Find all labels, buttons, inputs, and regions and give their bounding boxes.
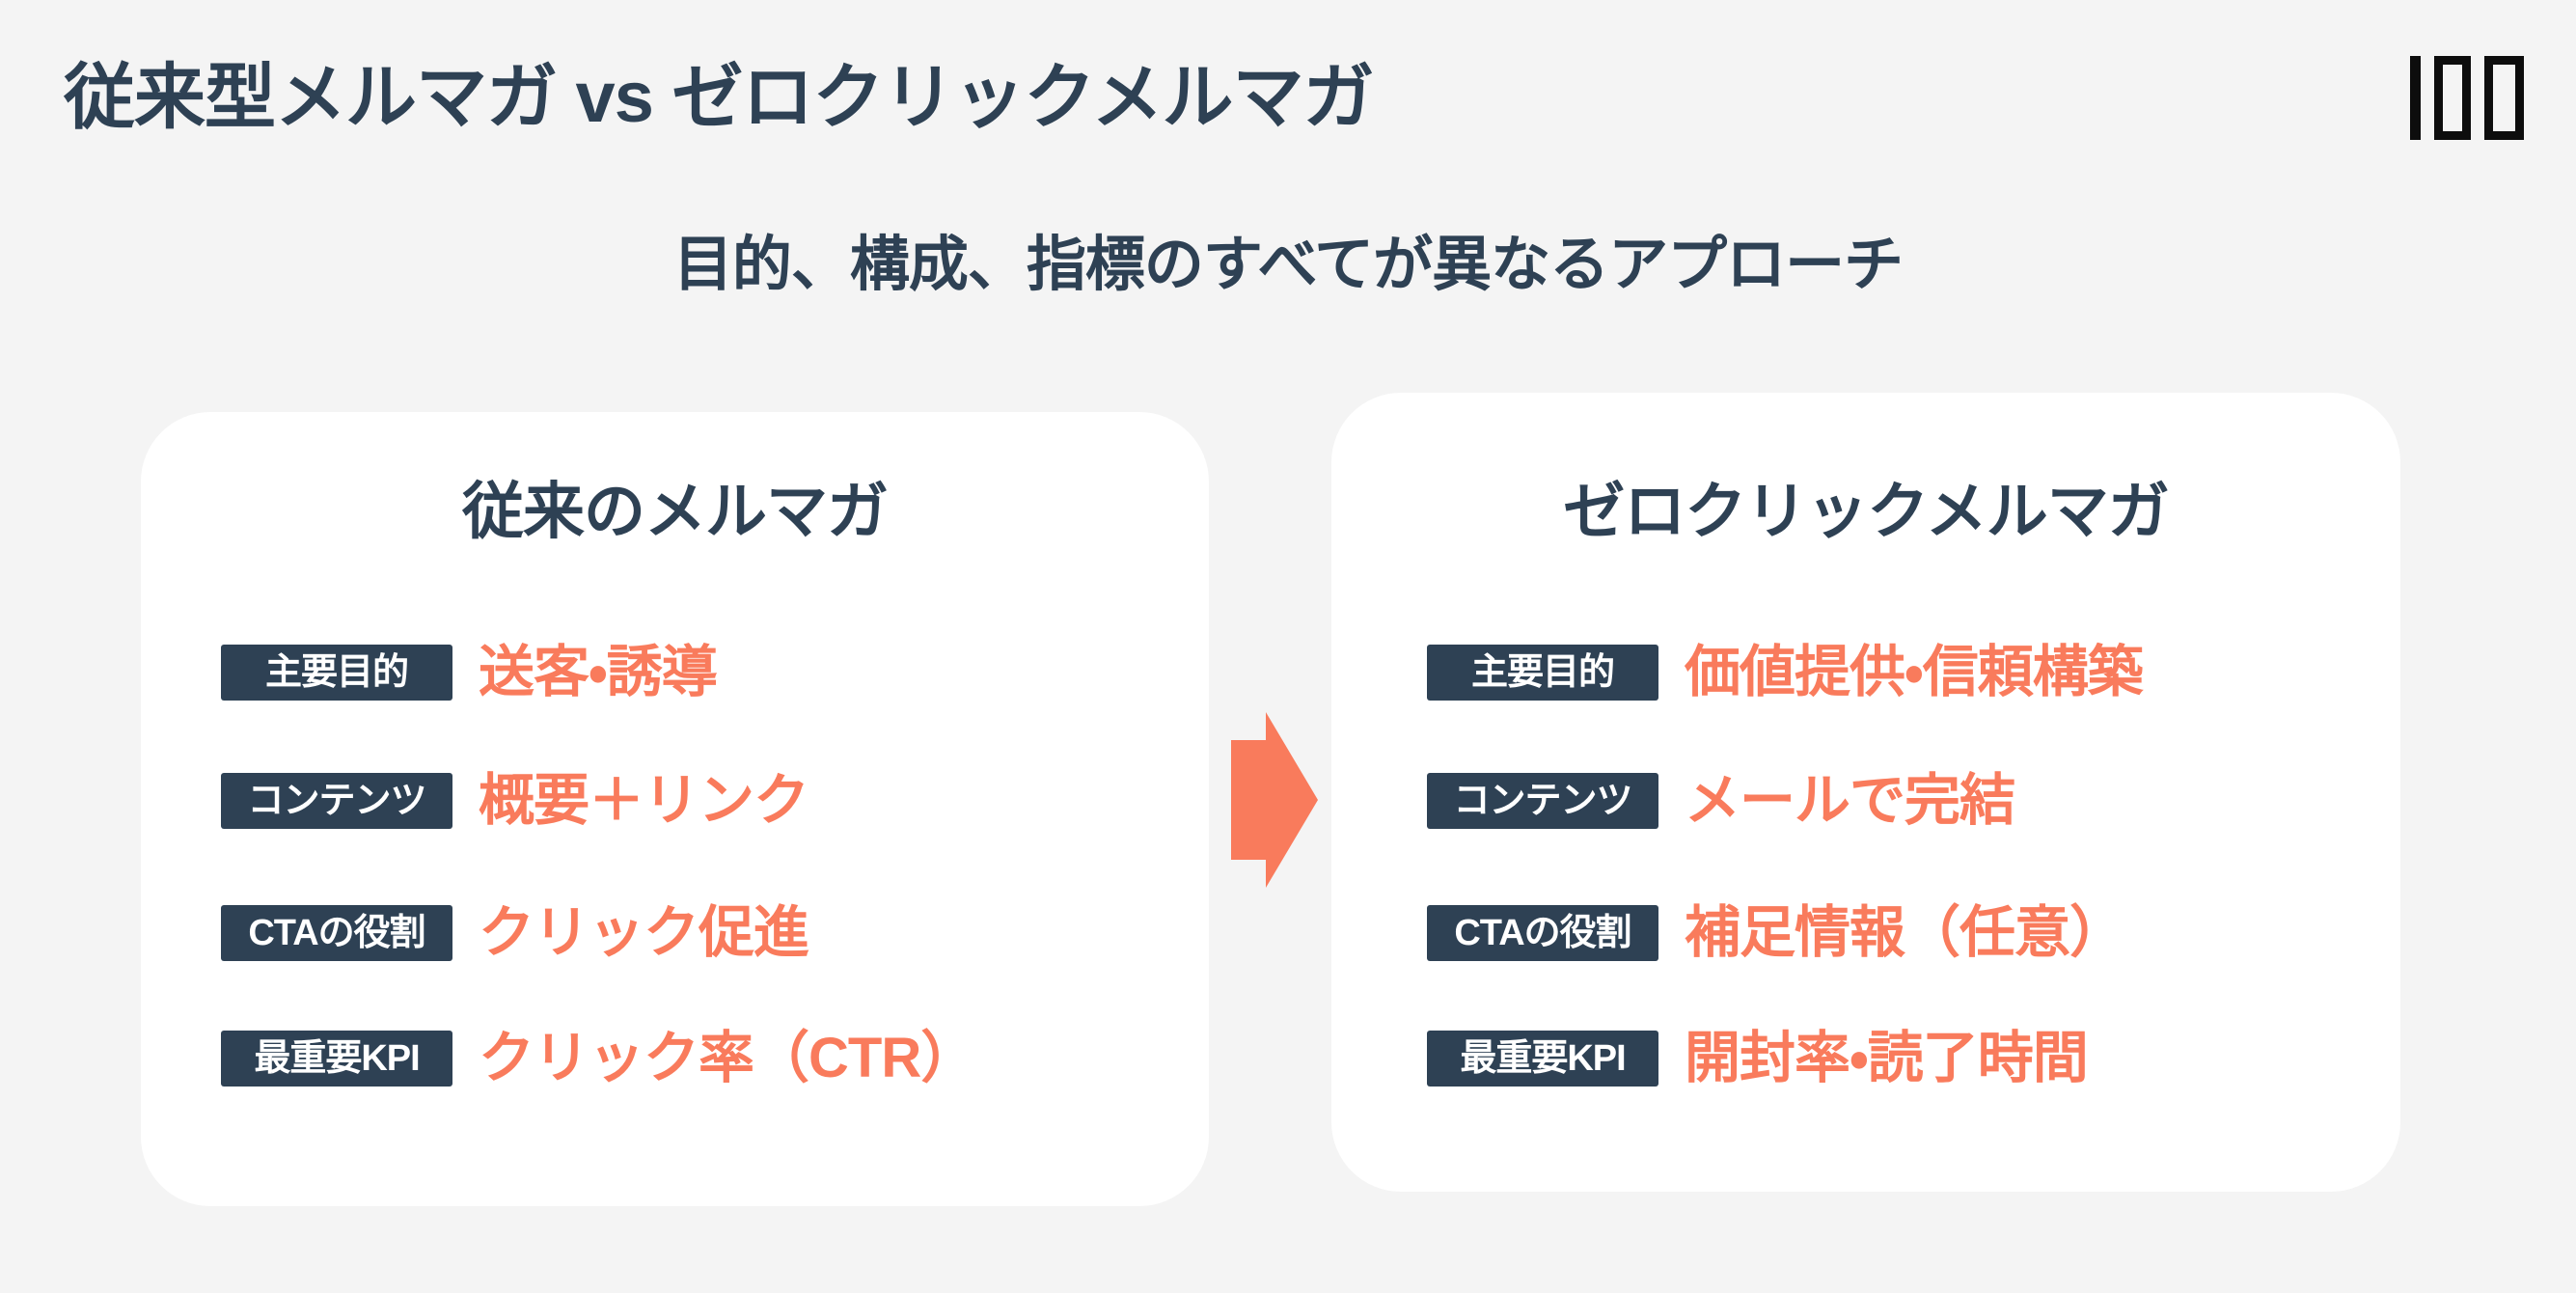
- logo-digit-0: [2484, 56, 2524, 140]
- logo-digit-1: [2410, 56, 2421, 140]
- card-title-traditional: 従来のメルマガ: [462, 477, 889, 546]
- arrow-body: [1231, 740, 1267, 860]
- row-label-badge: コンテンツ: [1427, 773, 1658, 829]
- comparison-row: 主要目的 送客・誘導: [221, 641, 718, 703]
- row-value: クリック促進: [479, 901, 809, 964]
- row-value: 概要＋リンク: [479, 769, 809, 832]
- card-rows: 主要目的 価値提供・信頼構築 コンテンツ メールで完結 CTAの役割 補足情報（…: [1427, 645, 2400, 1192]
- page-title: 従来型メルマガ vs ゼロクリックメルマガ: [64, 57, 1374, 137]
- card-zero-click-newsletter: ゼロクリックメルマガ 主要目的 価値提供・信頼構築 コンテンツ メールで完結 C…: [1331, 393, 2400, 1192]
- comparison-row: CTAの役割 補足情報（任意）: [1427, 901, 2125, 964]
- row-value: 価値提供・信頼構築: [1685, 641, 2144, 703]
- row-value: メールで完結: [1685, 769, 2015, 832]
- logo-100: 100: [2410, 56, 2524, 140]
- row-label-badge: コンテンツ: [221, 773, 452, 829]
- comparison-row: コンテンツ メールで完結: [1427, 769, 2015, 832]
- arrow-head: [1266, 712, 1318, 888]
- card-traditional-newsletter: 従来のメルマガ 主要目的 送客・誘導 コンテンツ 概要＋リンク CTAの役割 ク…: [141, 412, 1209, 1206]
- logo-digit-0: [2434, 56, 2471, 140]
- card-rows: 主要目的 送客・誘導 コンテンツ 概要＋リンク CTAの役割 クリック促進 最重…: [221, 645, 1209, 1206]
- row-label-badge: CTAの役割: [1427, 905, 1658, 961]
- comparison-row: 最重要KPI 開封率・読了時間: [1427, 1027, 2089, 1089]
- row-label-badge: 最重要KPI: [221, 1031, 452, 1087]
- row-label-badge: CTAの役割: [221, 905, 452, 961]
- comparison-row: コンテンツ 概要＋リンク: [221, 769, 809, 832]
- comparison-row: 最重要KPI クリック率（CTR）: [221, 1027, 976, 1089]
- row-value: クリック率（CTR）: [479, 1027, 976, 1089]
- comparison-row: CTAの役割 クリック促進: [221, 901, 809, 964]
- row-value: 開封率・読了時間: [1685, 1027, 2089, 1089]
- comparison-row: 主要目的 価値提供・信頼構築: [1427, 641, 2144, 703]
- card-title-zero-click: ゼロクリックメルマガ: [1563, 477, 2169, 546]
- row-value: 送客・誘導: [479, 641, 718, 703]
- row-label-badge: 主要目的: [221, 645, 452, 701]
- right-arrow-icon: [1231, 712, 1318, 888]
- slide-subtitle: 目的、構成、指標のすべてが異なるアプローチ: [672, 232, 1904, 298]
- row-label-badge: 主要目的: [1427, 645, 1658, 701]
- row-value: 補足情報（任意）: [1685, 901, 2125, 964]
- row-label-badge: 最重要KPI: [1427, 1031, 1658, 1087]
